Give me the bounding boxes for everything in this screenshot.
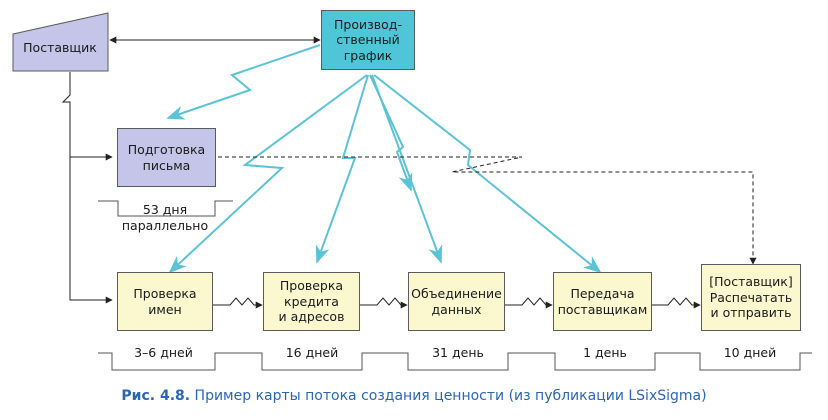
- prep-time-bracket: [98, 200, 233, 217]
- process-step-2: Проверка кредита и адресов: [263, 272, 360, 331]
- prep-box: Подготовка письма: [117, 128, 216, 187]
- schedule-box: Производ- ственный график: [321, 10, 415, 70]
- process-step-5: [Поставщик] Распечатать и отправить: [701, 264, 801, 331]
- supplier-feed-line: [61, 72, 113, 304]
- time-label-3: 31 день: [432, 345, 484, 360]
- push-arrow-4: [652, 297, 701, 309]
- schedule-to-step3-flow: [369, 74, 413, 192]
- time-label-1: 3–6 дней: [134, 345, 193, 360]
- push-arrow-3: [505, 297, 553, 309]
- figure-caption: Рис. 4.8. Пример карты потока создания ц…: [0, 388, 828, 404]
- caption-number: Рис. 4.8.: [121, 388, 191, 404]
- time-label-2: 16 дней: [285, 345, 339, 360]
- process-step-3: Объединение данных: [408, 272, 505, 331]
- time-label-5: 10 дней: [723, 345, 777, 360]
- process-step-1: Проверка имен: [117, 272, 213, 331]
- push-arrow-1: [213, 297, 263, 309]
- parallel-dashed-path: [218, 156, 757, 265]
- main-timeline: [98, 352, 812, 371]
- caption-text: Пример карты потока создания ценности (и…: [194, 388, 707, 404]
- schedule-to-step2-flow: [315, 74, 369, 264]
- schedule-to-supplier-flow: [166, 44, 321, 120]
- push-arrow-2: [360, 297, 408, 309]
- schedule-to-step4-flow: [373, 74, 602, 274]
- supplier-label: Поставщик: [23, 40, 97, 55]
- supplier-shape: [12, 12, 109, 72]
- time-label-4: 1 день: [583, 345, 627, 360]
- schedule-to-step3b-flow: [371, 74, 443, 264]
- process-step-4: Передача поставщикам: [553, 272, 652, 331]
- prep-time-label: 53 дня параллельно: [121, 202, 209, 234]
- schedule-to-step1-flow: [168, 74, 368, 274]
